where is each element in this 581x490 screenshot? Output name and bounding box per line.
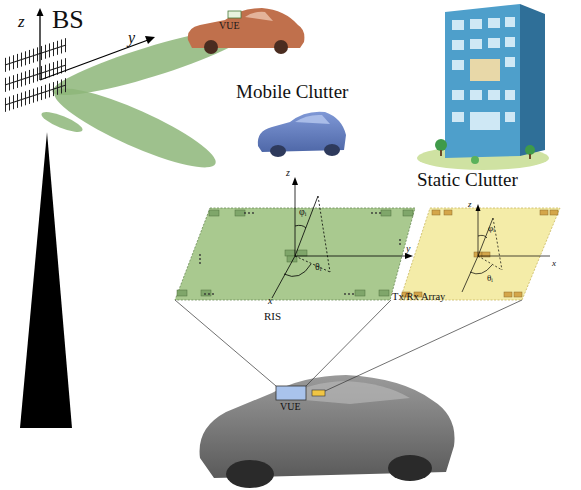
antenna-row [5,78,66,112]
ris-element [297,250,307,256]
ris-element [403,210,413,216]
array-element [514,292,522,297]
antenna-rail [5,65,66,85]
tower [20,132,72,428]
ris-patch-node: VUE [276,386,306,400]
leader-line [325,300,522,391]
txrx-array-node: Tx/Rx Array [400,208,560,300]
ris-element [355,290,365,296]
car-window [245,12,273,21]
wheel [324,144,340,156]
wheel [274,40,288,54]
building-windows [452,17,515,130]
building-side [520,4,545,156]
axis [40,40,148,80]
axis [39,14,40,80]
antenna-rail [5,45,66,65]
axis-head [145,36,155,44]
building [445,4,520,158]
node-label: VUE [280,402,301,412]
axis-label: φᵢ [299,207,306,217]
scene-label: y [128,30,135,46]
ris-patch [276,386,306,400]
axis-label: φᵢ [488,224,495,233]
wheel [388,455,432,481]
wheel [204,40,218,54]
array-element [550,210,558,215]
axis-label: z [468,200,472,209]
axis-head [476,204,481,211]
device-patch [228,11,241,18]
array-element [504,292,512,297]
beam [39,108,84,136]
node-label: RIS [264,311,281,322]
ris-element [379,290,389,296]
ris-element [235,210,245,216]
axis-head [292,177,298,185]
continuation-dots [199,212,401,295]
array-element [444,210,452,215]
car-body [188,8,305,48]
axis-label: y [406,244,410,254]
txrx-patch [312,390,325,396]
scene-label: BS [52,7,84,33]
ris-element [201,290,211,296]
antenna-rail [5,85,66,105]
axis-label: x [552,259,556,268]
axis-head [37,8,44,16]
ris-element [285,250,295,256]
vue-car: VUE [185,5,307,55]
ris-element [177,290,187,296]
node-label: VUE [219,21,240,31]
array-element [432,210,440,215]
axis-label: z [286,168,290,178]
trees [435,139,535,164]
scene-label: z [18,13,25,30]
txrx-plane [400,208,560,300]
ris-element [381,210,391,216]
axis-label: θᵢ [487,274,493,283]
wheel [226,460,274,488]
axis-label: x [268,296,272,306]
leader-line [175,300,276,386]
txrx-axes [462,208,550,292]
ris-axes [272,182,408,298]
scene-label: Mobile Clutter [236,82,348,101]
node-outline [185,5,307,55]
ris-element [209,210,219,216]
wheel [270,145,286,157]
array-element [540,210,548,215]
axis-label: θᵢ [315,262,321,272]
node-outline [276,386,306,400]
scene-label: Static Clutter [417,170,518,189]
leader-line [306,300,391,386]
node-outline [400,208,560,300]
node-label: Tx/Rx Array [392,292,445,303]
car-window [295,115,330,124]
